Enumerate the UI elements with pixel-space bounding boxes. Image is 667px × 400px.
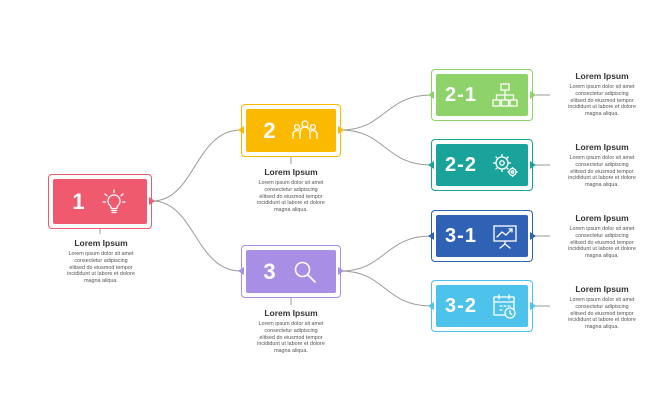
gears-icon: [492, 154, 518, 177]
node-2-2-connector-tab-left: [428, 161, 434, 169]
node-2-2-label: 2-2: [445, 154, 477, 176]
presentation-chart-icon: [493, 225, 517, 249]
node-1-title: Lorem Ipsum: [74, 238, 128, 248]
node-3-connector-tab-right: [338, 267, 344, 275]
node-1-description: Lorem Ipsum Lorem ipsum dolor sit amet c…: [55, 238, 147, 285]
node-3-2-connector-tab-left: [428, 302, 434, 310]
magnifier-icon: [294, 261, 316, 283]
link-3-31: [340, 235, 432, 272]
node-2-1-connector-tab-right: [530, 91, 536, 99]
node-3-2-body: Lorem ipsum dolor sit amet consectetur a…: [568, 297, 636, 331]
node-3-1-connector-tab-right: [530, 232, 536, 240]
node-2-2: 2-2: [428, 139, 536, 191]
node-2-2-connector-tab-right: [530, 161, 536, 169]
node-2-1-description: Lorem Ipsum Lorem ipsum dolor sit amet c…: [552, 71, 652, 118]
node-1-connector-tab: [149, 197, 155, 205]
node-2-2-title: Lorem Ipsum: [575, 142, 629, 152]
node-2-2-body: Lorem ipsum dolor sit amet consectetur a…: [568, 155, 636, 189]
node-2-2-description: Lorem Ipsum Lorem ipsum dolor sit amet c…: [552, 142, 652, 189]
lightbulb-icon: [101, 188, 126, 213]
node-2-body: Lorem ipsum dolor sit amet consectetur a…: [257, 180, 325, 214]
node-1-body: Lorem ipsum dolor sit amet consectetur a…: [67, 251, 135, 285]
hierarchy-icon: [492, 83, 518, 107]
node-3-connector-tab-left: [238, 267, 244, 275]
node-2-description: Lorem Ipsum Lorem ipsum dolor sit amet c…: [245, 167, 337, 214]
node-3: 3: [238, 245, 344, 298]
node-3-2-label: 3-2: [445, 295, 477, 317]
link-2-21: [340, 94, 432, 131]
link-1-2: [151, 129, 242, 202]
link-1-3: [151, 200, 242, 272]
node-2-1-body: Lorem ipsum dolor sit amet consectetur a…: [568, 84, 636, 118]
node-3-1-body: Lorem ipsum dolor sit amet consectetur a…: [568, 226, 636, 260]
node-3-label: 3: [263, 258, 277, 284]
node-2: 2: [238, 104, 344, 157]
link-2-22: [340, 129, 432, 166]
node-2-1-label: 2-1: [445, 84, 477, 106]
node-3-1: 3-1: [428, 210, 536, 262]
node-2-1-title: Lorem Ipsum: [575, 71, 629, 81]
node-3-body: Lorem ipsum dolor sit amet consectetur a…: [257, 321, 325, 355]
node-3-2-description: Lorem Ipsum Lorem ipsum dolor sit amet c…: [552, 284, 652, 331]
node-3-title: Lorem Ipsum: [264, 308, 318, 318]
node-3-description: Lorem Ipsum Lorem ipsum dolor sit amet c…: [245, 308, 337, 355]
node-2-1: 2-1: [428, 69, 536, 121]
node-2-title: Lorem Ipsum: [264, 167, 318, 177]
node-3-1-label: 3-1: [445, 225, 477, 247]
node-2-label: 2: [263, 117, 277, 143]
node-3-1-description: Lorem Ipsum Lorem ipsum dolor sit amet c…: [552, 213, 652, 260]
node-3-2: 3-2: [428, 280, 536, 332]
node-1: 1: [48, 174, 155, 229]
calendar-clock-icon: [493, 294, 516, 319]
node-1-label: 1: [72, 188, 86, 214]
link-3-32: [340, 270, 432, 307]
node-2-connector-tab-right: [338, 126, 344, 134]
node-3-1-title: Lorem Ipsum: [575, 213, 629, 223]
node-3-2-connector-tab-right: [530, 302, 536, 310]
node-2-1-connector-tab-left: [428, 91, 434, 99]
node-3-2-title: Lorem Ipsum: [575, 284, 629, 294]
team-icon: [291, 119, 318, 139]
node-3-1-connector-tab-left: [428, 232, 434, 240]
node-2-connector-tab-left: [238, 126, 244, 134]
